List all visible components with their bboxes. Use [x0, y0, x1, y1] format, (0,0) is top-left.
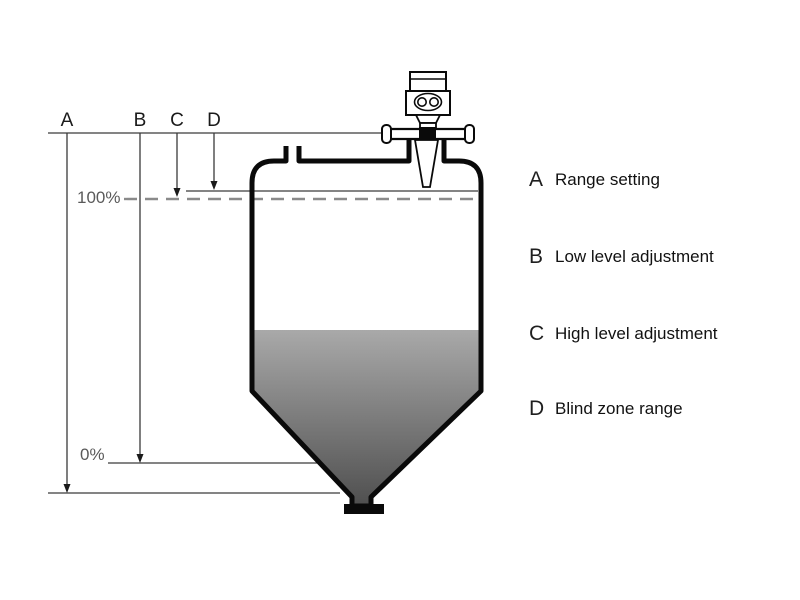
sensor-housing	[409, 71, 447, 92]
dimension-lines	[48, 132, 478, 494]
label-d: D	[207, 110, 221, 131]
legend: A Range setting B Low level adjustment C…	[529, 168, 718, 420]
liquid-fill	[254, 330, 479, 505]
legend-label-a: Range setting	[555, 170, 660, 189]
label-c: C	[170, 110, 184, 131]
legend-key-b: B	[529, 245, 543, 268]
sensor-dial-right-icon	[428, 97, 439, 108]
arrowhead-a	[63, 484, 71, 493]
legend-key-d: D	[529, 397, 544, 420]
arrowhead-c	[173, 188, 181, 197]
arrowhead-d	[210, 181, 218, 190]
legend-key-c: C	[529, 322, 544, 345]
label-0-percent: 0%	[80, 445, 105, 464]
outlet-flange	[344, 504, 384, 514]
dimension-labels: A B C D 100% 0%	[61, 110, 221, 464]
sensor-neck	[414, 114, 442, 124]
legend-label-c: High level adjustment	[555, 324, 718, 343]
antenna-cone	[413, 139, 440, 188]
tank-top-edge	[296, 139, 412, 164]
label-100-percent: 100%	[77, 188, 120, 207]
radar-sensor	[381, 71, 475, 188]
tank	[249, 139, 484, 514]
legend-label-b: Low level adjustment	[555, 247, 714, 266]
sensor-dial-left-icon	[416, 97, 427, 108]
label-a: A	[61, 110, 74, 131]
flange-right-cap	[464, 124, 475, 144]
arrowhead-b	[136, 454, 144, 463]
sensor-packing	[419, 127, 436, 140]
legend-key-a: A	[529, 168, 543, 191]
label-b: B	[134, 110, 147, 131]
flange-left-cap	[381, 124, 392, 144]
legend-label-d: Blind zone range	[555, 399, 683, 418]
